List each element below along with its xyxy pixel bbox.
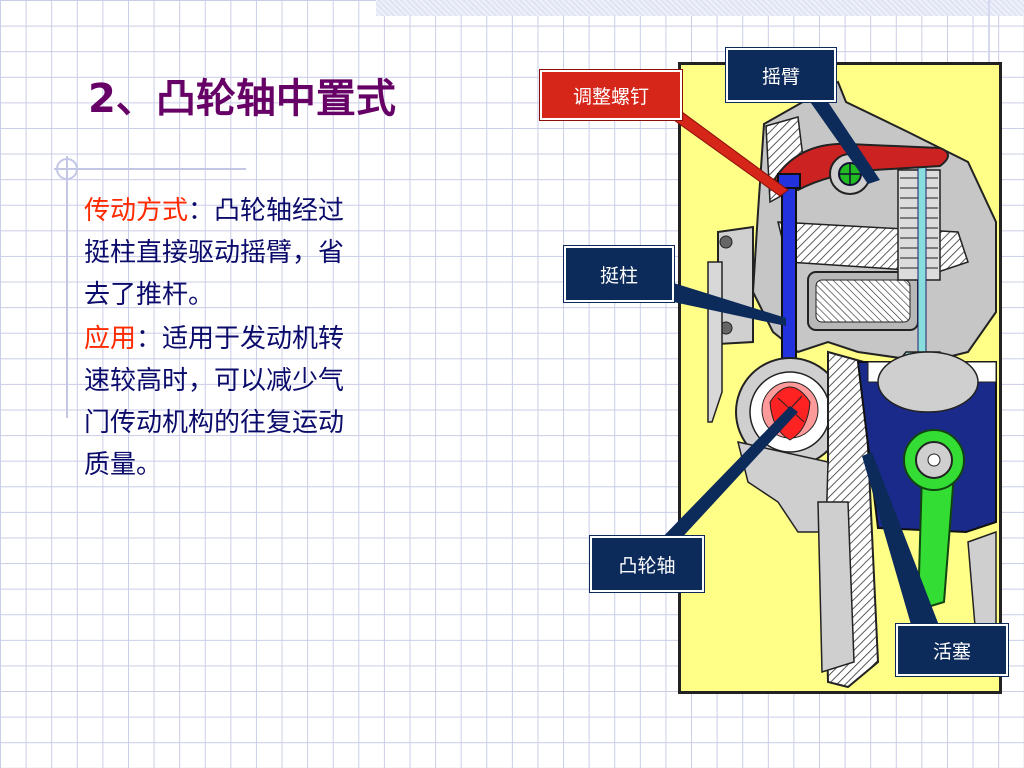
decor-ring-icon (56, 158, 78, 180)
header-decor-rule (988, 0, 990, 64)
keyword-application: 应用 (84, 324, 137, 354)
label-piston: 活塞 (896, 624, 1008, 676)
slide-title: 2、凸轮轴中置式 (88, 76, 396, 122)
paragraph-text: 适用于发动机转速较高时，可以减少气门传动机构的往复运动质量。 (84, 324, 345, 480)
separator: ： (136, 324, 163, 354)
decor-horizontal-line (54, 168, 246, 170)
label-tappet: 挺柱 (564, 246, 674, 302)
paragraph-drive-method: 传动方式：凸轮轴经过挺柱直接驱动摇臂，省去了推杆。 (84, 190, 346, 316)
paragraph-application: 应用：适用于发动机转速较高时，可以减少气门传动机构的往复运动质量。 (84, 318, 346, 486)
label-adjust-screw: 调整螺钉 (540, 70, 682, 120)
valve-stem (917, 161, 927, 353)
paragraph-text: 凸轮轴经过挺柱直接驱动摇臂，省去了推杆。 (84, 196, 345, 310)
keyword-drive-method: 传动方式 (84, 196, 189, 226)
slide-body: 传动方式：凸轮轴经过挺柱直接驱动摇臂，省去了推杆。 应用：适用于发动机转速较高时… (84, 190, 346, 488)
label-camshaft: 凸轮轴 (590, 536, 704, 592)
label-rocker-arm: 摇臂 (726, 48, 836, 102)
decor-vertical-line (66, 156, 68, 418)
separator: ： (188, 196, 215, 226)
header-decor-band (376, 0, 1024, 16)
engine-cross-section-diagram (678, 62, 1002, 694)
